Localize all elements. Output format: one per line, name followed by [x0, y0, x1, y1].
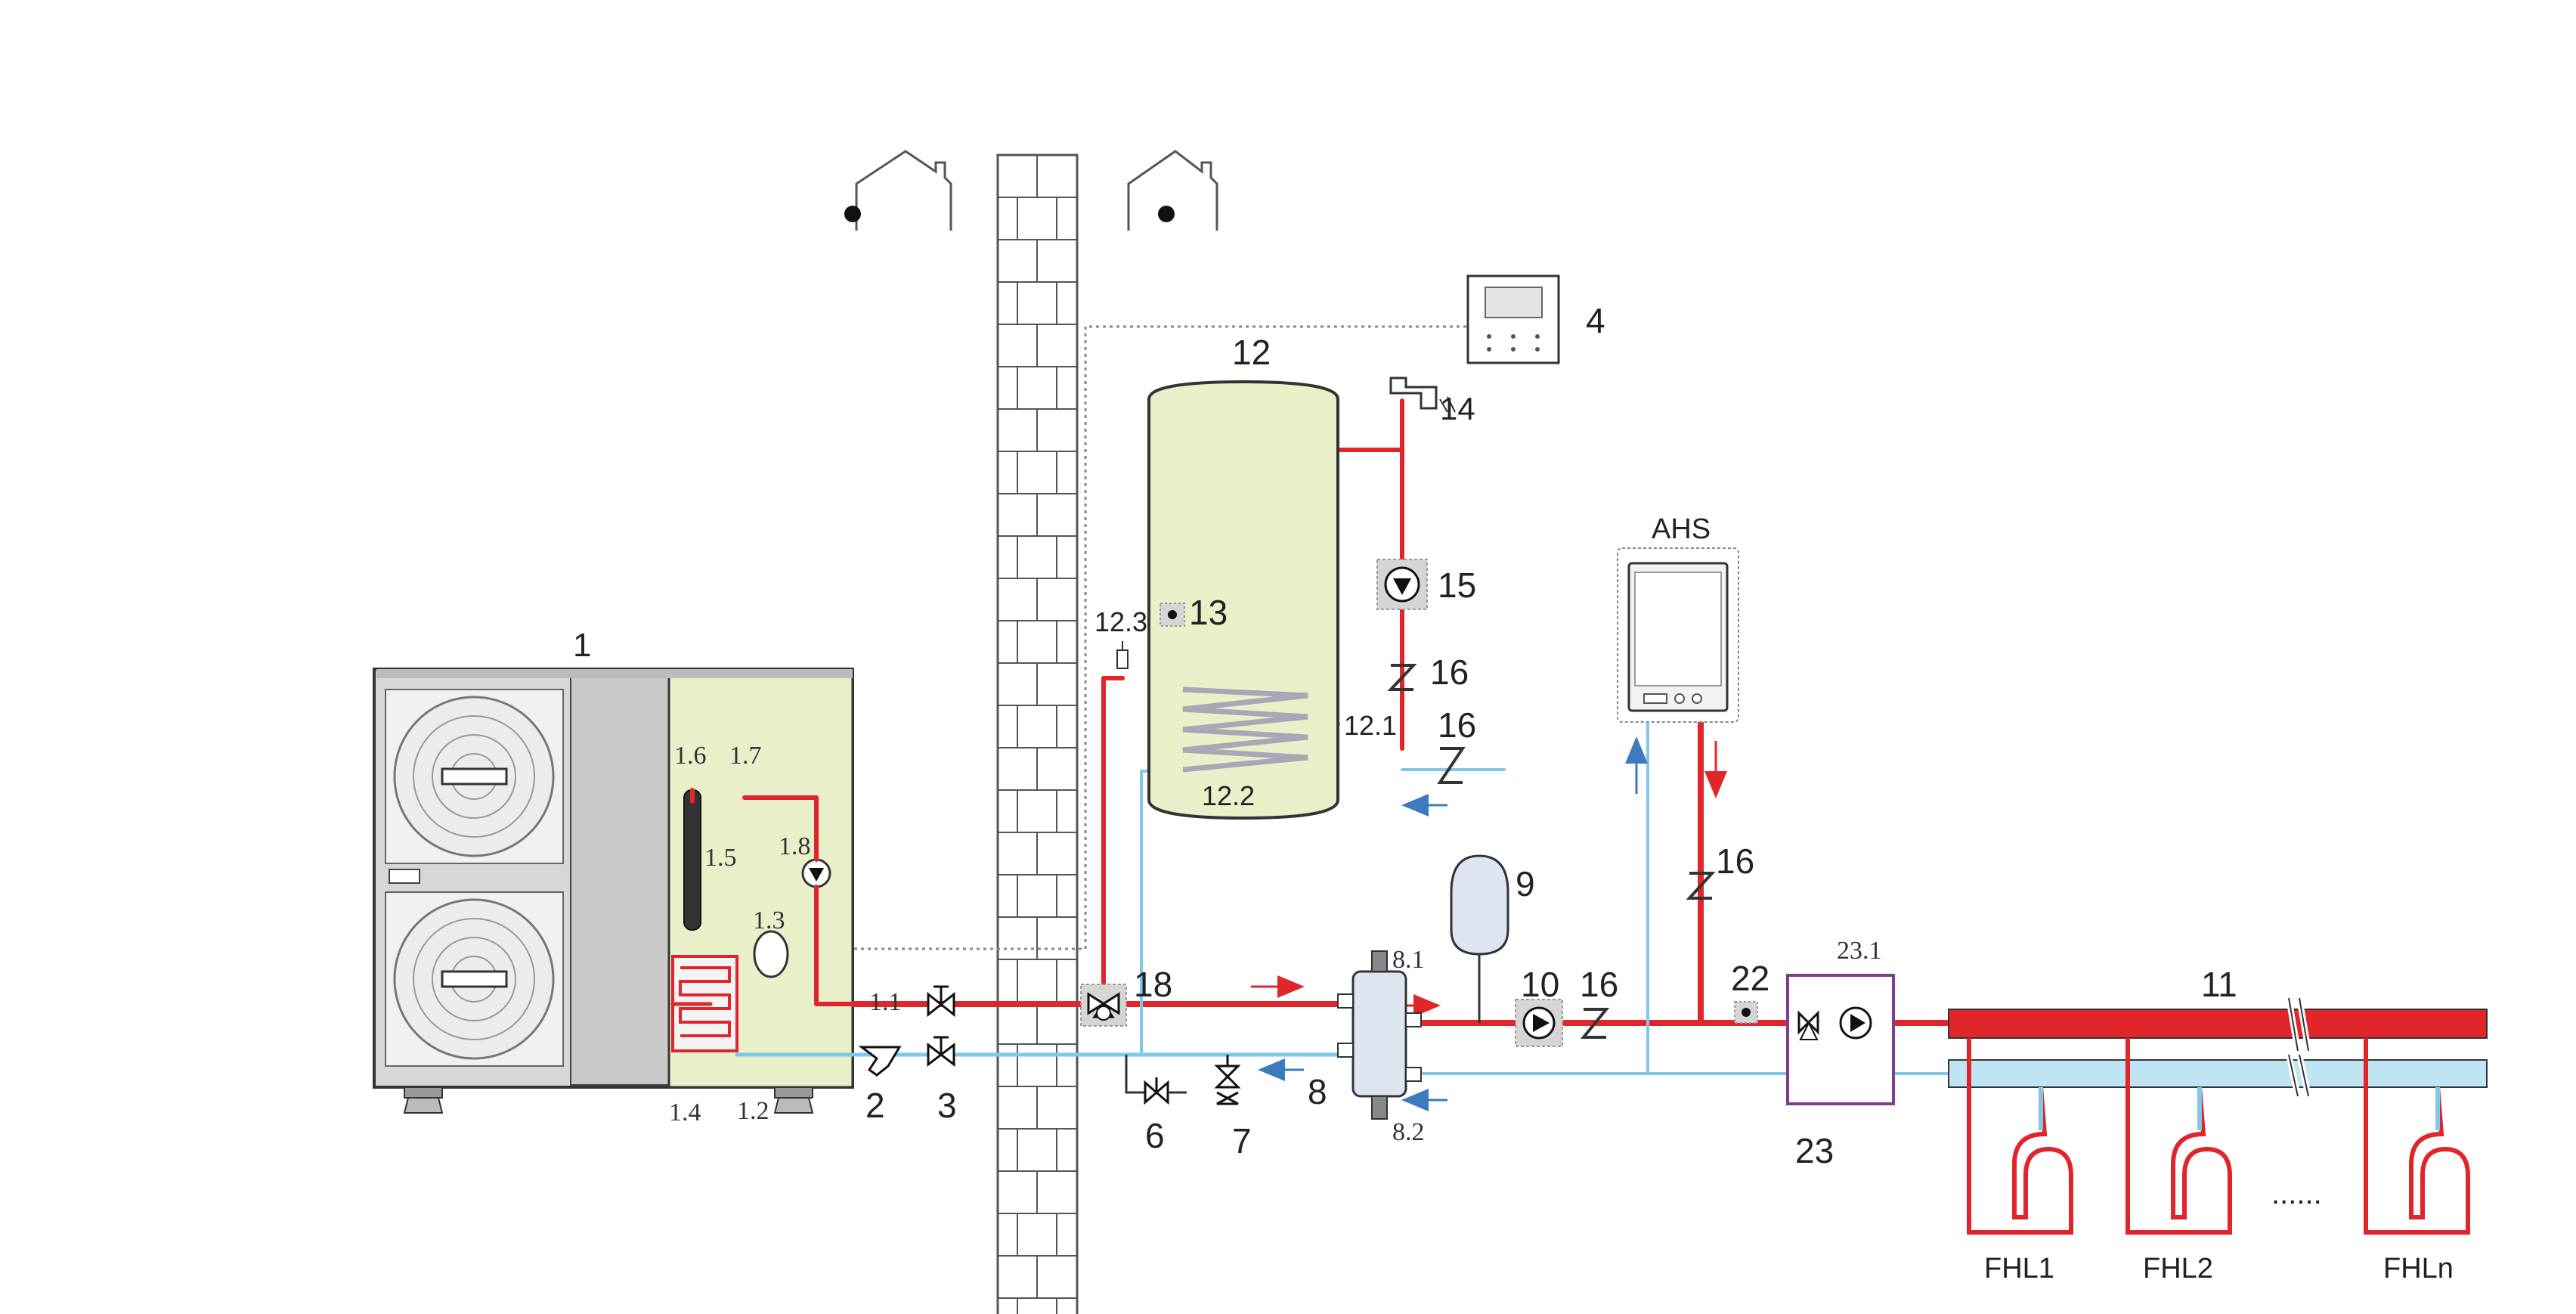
backup-heater-1-5: [683, 789, 701, 931]
label-10: 10: [1521, 965, 1559, 1004]
safety-valve-icon: [1214, 1055, 1241, 1105]
unit-feet: [403, 1086, 814, 1114]
label-1-6: 1.6: [674, 742, 707, 770]
three-way-valve: [1080, 984, 1127, 1027]
control-wiring: [854, 325, 1478, 950]
auxiliary-heat-source-boiler: [1617, 547, 1739, 723]
mixing-station: [1786, 974, 1895, 1105]
domestic-hot-water-tank: [1147, 380, 1339, 820]
wired-controller: [1466, 274, 1560, 364]
label-12-2: 12.2: [1202, 780, 1255, 811]
floor-heating-loop: [2364, 1038, 2470, 1235]
label-16-c: 16: [1716, 841, 1754, 881]
label-2: 2: [865, 1086, 885, 1125]
label-13: 13: [1189, 593, 1228, 632]
label-ahs: AHS: [1652, 513, 1711, 545]
y-filter-icon: [858, 1046, 902, 1077]
label-12-3: 12.3: [1094, 606, 1147, 637]
check-valve-icon: [1387, 664, 1417, 691]
expansion-vessel-1-3: [753, 930, 789, 978]
floor-heating-loop: [2126, 1038, 2232, 1235]
shutoff-valve-icon: [927, 1036, 955, 1068]
label-1-8: 1.8: [779, 832, 811, 860]
label-fhln: FHLn: [2383, 1253, 2454, 1285]
hot-water-tap-icon: [1389, 377, 1456, 413]
label-16-d: 16: [1580, 965, 1618, 1004]
floor-heating-loop: [1967, 1038, 2073, 1235]
label-22: 22: [1731, 959, 1769, 998]
shutoff-valve-icon: [927, 985, 955, 1018]
label-16-a: 16: [1430, 652, 1469, 692]
label-8-2: 8.2: [1392, 1118, 1425, 1146]
label-1: 1: [573, 627, 591, 664]
fan-icon: [385, 689, 564, 864]
label-1-2: 1.2: [737, 1097, 769, 1125]
flow-arrows: [1251, 736, 1727, 1111]
tank-heater-12-3: [1116, 641, 1129, 669]
indoor-house-icon: [1127, 150, 1218, 231]
label-14: 14: [1440, 391, 1475, 426]
label-fhl1: FHL1: [1984, 1253, 2054, 1285]
label-12-1: 12.1: [1344, 710, 1397, 741]
label-8: 8: [1308, 1072, 1327, 1111]
outdoor-heat-pump-unit: [373, 668, 854, 1114]
label-4: 4: [1586, 301, 1605, 340]
label-15: 15: [1438, 566, 1476, 605]
label-3: 3: [937, 1086, 957, 1125]
temperature-sensor-22: [1734, 1001, 1758, 1024]
tank-temperature-sensor: [1160, 603, 1185, 627]
label-23-1: 23.1: [1837, 937, 1882, 965]
fan-icon: [385, 891, 564, 1067]
dhw-pump: [1376, 559, 1428, 610]
label-1-5: 1.5: [704, 844, 737, 872]
label-23: 23: [1795, 1131, 1834, 1170]
tank-coil-12-1: [1182, 686, 1308, 773]
check-valve-icon: [1580, 1008, 1610, 1039]
internal-pump-1-8: [801, 858, 831, 888]
label-12: 12: [1232, 333, 1271, 372]
check-valve-icon: [1686, 872, 1716, 900]
label-8-1: 8.1: [1392, 946, 1425, 974]
label-1-1: 1.1: [869, 988, 902, 1016]
floor-heating-manifold: [1948, 997, 2488, 1097]
circulation-pump: [1515, 999, 1563, 1047]
outdoor-house-icon: [844, 150, 952, 231]
label-7: 7: [1232, 1121, 1252, 1161]
label-6: 6: [1145, 1116, 1165, 1155]
label-16-b: 16: [1438, 705, 1476, 745]
label-dots: ......: [2271, 1177, 2322, 1210]
label-18: 18: [1134, 965, 1172, 1004]
label-1-4: 1.4: [669, 1099, 701, 1127]
component-labels: 1 1.1 1.2 1.3 1.4 1.5 1.6 1.7 1.8 2 3 4 …: [573, 301, 2454, 1285]
label-fhl2: FHL2: [2143, 1253, 2213, 1285]
check-valve-icon: [1437, 747, 1466, 784]
mixing-pump: [1839, 1006, 1872, 1040]
label-9: 9: [1516, 864, 1535, 903]
label-11: 11: [2201, 965, 2237, 1004]
drain-valve-icon: [1125, 1055, 1187, 1105]
expansion-vessel: [1450, 854, 1509, 1023]
balance-tank: [1337, 950, 1422, 1120]
label-1-3: 1.3: [753, 906, 785, 934]
brick-wall: [996, 153, 1079, 1314]
label-1-7: 1.7: [729, 742, 762, 770]
